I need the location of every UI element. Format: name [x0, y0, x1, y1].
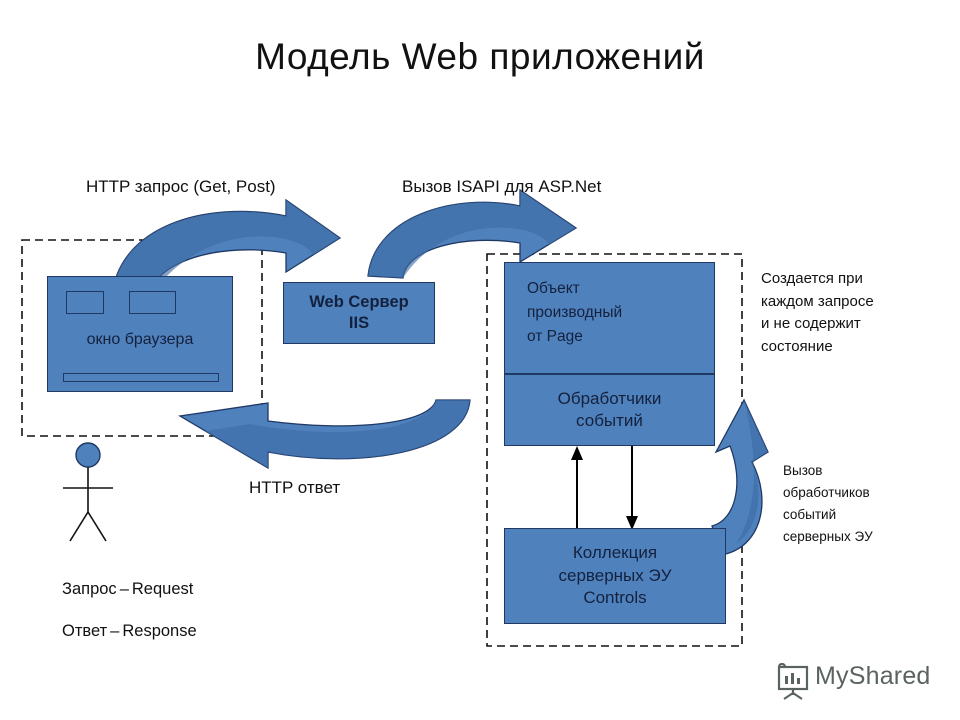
note-handlers-line3: событий — [783, 506, 837, 522]
note-handlers-line1: Вызов — [783, 463, 823, 478]
page-object-line3: от Page — [527, 328, 583, 346]
server-controls-handlers-arrow — [711, 398, 769, 556]
legend-request: Запрос–Request — [62, 580, 193, 599]
note-handlers-call: Вызов обработчиков событий серверных ЭУ — [783, 460, 873, 547]
controls-line3: Controls — [583, 588, 647, 608]
event-handlers-box[interactable]: Обработчики событий — [504, 374, 715, 446]
server-controls-collection-box[interactable]: Коллекция серверных ЭУ Controls — [504, 528, 726, 624]
controls-line1: Коллекция — [572, 543, 658, 563]
note-created-line4: состояние — [761, 337, 833, 355]
page-object-line1: Объект — [527, 280, 580, 297]
server-boundary-dashed-box — [486, 253, 743, 647]
http-request-arrow — [111, 198, 342, 301]
controls-line2: серверных ЭУ — [558, 565, 672, 585]
browser-pane-left — [66, 291, 104, 314]
isapi-call-label: Вызов ISAPI для ASP.Net — [402, 177, 602, 196]
page-object-line2: производный — [527, 304, 623, 322]
legend-response-dash: – — [110, 622, 120, 640]
page-derived-object-box[interactable]: Объект производный от Page — [504, 262, 715, 374]
note-created-line3: и не содержит — [761, 315, 861, 332]
client-boundary-dashed-box — [21, 239, 263, 437]
legend-request-ru: Запрос — [62, 580, 117, 598]
note-handlers-line4: серверных ЭУ — [783, 528, 873, 544]
user-actor-figure — [63, 442, 113, 542]
web-server-line2: IIS — [348, 314, 370, 332]
note-handlers-line2: обработчиков — [783, 484, 870, 500]
note-created-line1: Создается при — [761, 270, 863, 287]
legend-response-ru: Ответ — [62, 622, 108, 640]
browser-window-box[interactable]: окно браузера — [47, 276, 233, 392]
note-created-per-request: Создается при каждом запросе и не содерж… — [761, 268, 874, 358]
note-created-line2: каждом запросе — [761, 292, 874, 310]
web-server-line1: Web Сервер — [309, 293, 409, 312]
legend-request-dash: – — [119, 580, 129, 598]
web-server-iis-box[interactable]: Web Сервер IIS — [283, 282, 435, 344]
isapi-call-arrow — [367, 188, 578, 279]
legend-request-en: Request — [131, 580, 194, 598]
http-response-arrow — [178, 399, 471, 470]
handler-to-controls-arrows — [571, 446, 638, 530]
legend-response-en: Response — [122, 622, 197, 640]
event-handlers-line2: событий — [576, 411, 643, 430]
watermark-text: MyShared — [815, 661, 931, 690]
browser-pane-right — [129, 291, 176, 314]
browser-status-bar — [63, 373, 219, 382]
http-request-label: HTTP запрос (Get, Post) — [86, 177, 276, 196]
http-response-label: HTTP ответ — [249, 478, 341, 497]
legend-response: Ответ–Response — [62, 622, 197, 641]
event-handlers-line1: Обработчики — [557, 388, 662, 408]
presentation-board-icon — [777, 662, 809, 700]
browser-window-label: окно браузера — [86, 331, 194, 348]
page-title: Модель Web приложений — [255, 36, 705, 77]
watermark: MyShared — [772, 657, 931, 695]
